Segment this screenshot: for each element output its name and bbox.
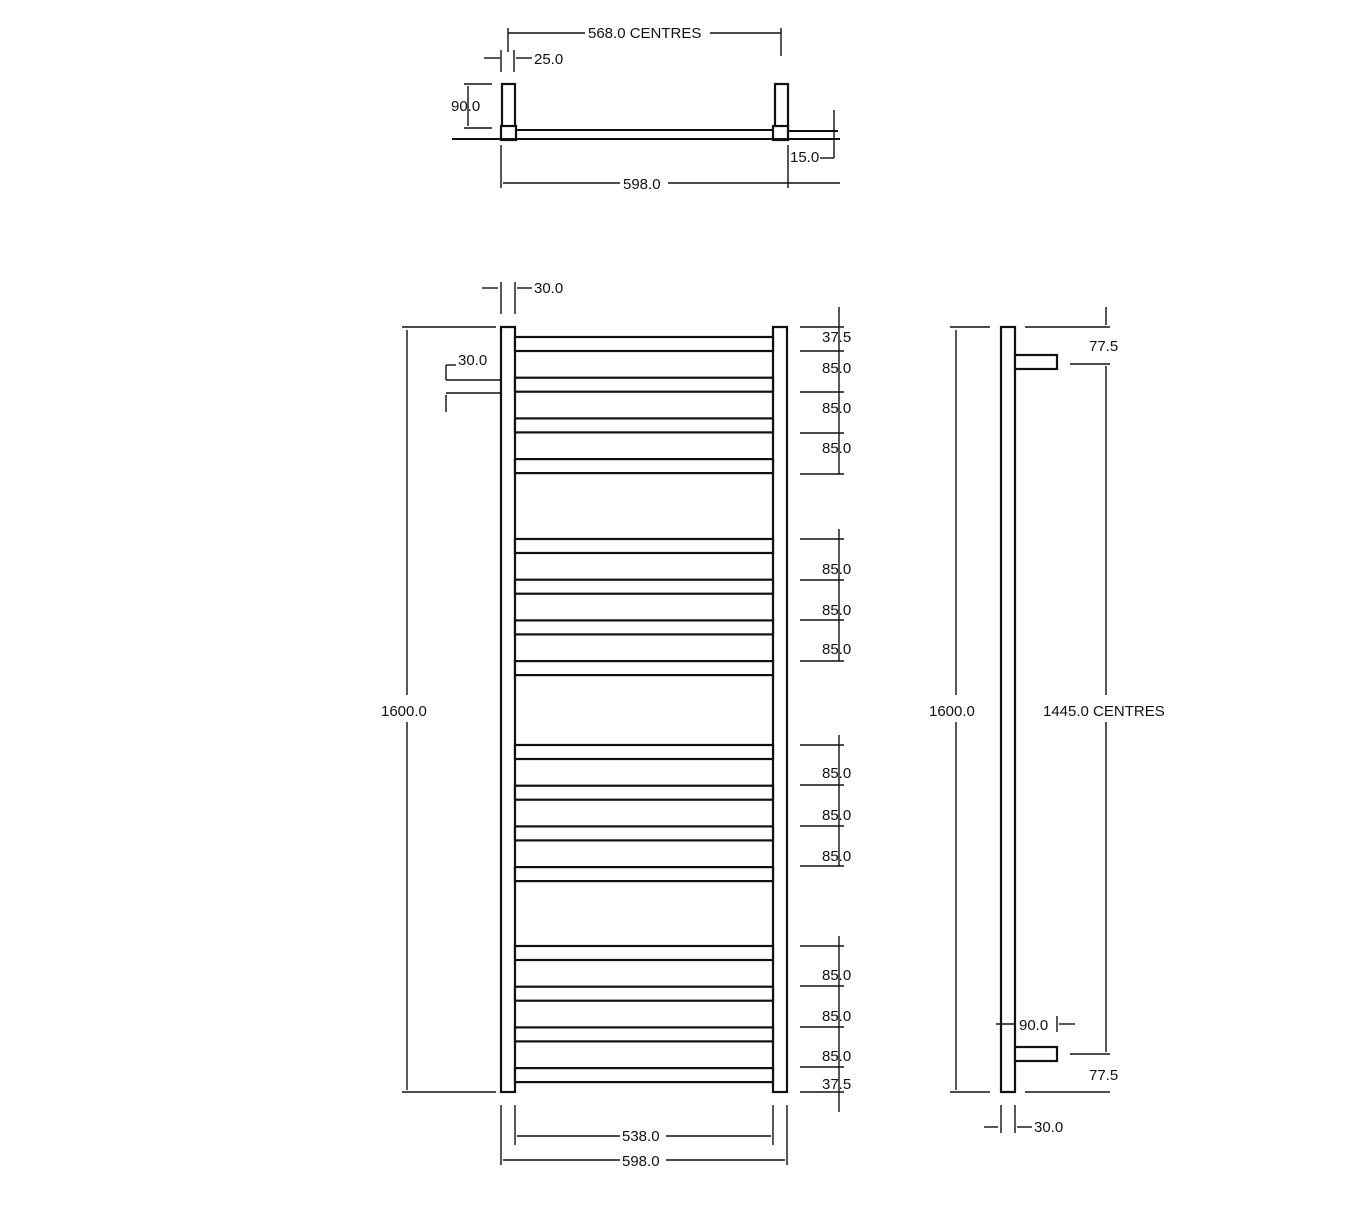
centres-label: 568.0 CENTRES — [588, 25, 701, 42]
bar-spacing-label: 37.5 — [822, 329, 851, 346]
bar-spacing-label: 85.0 — [822, 602, 851, 619]
bar-spacing-label: 37.5 — [822, 1076, 851, 1093]
top-valve — [1013, 353, 1059, 371]
towel-bar — [513, 619, 775, 636]
offset-label: 15.0 — [790, 149, 819, 166]
towel-bar — [513, 825, 775, 842]
towel-bar — [513, 784, 775, 801]
side-view: 1600.0 77.5 1445.0 CENTRES 77.5 90.0 30.… — [929, 307, 1165, 1136]
side-rail-width-label: 30.0 — [1034, 1119, 1063, 1136]
bar-spacing-label: 85.0 — [822, 561, 851, 578]
towel-bar — [513, 335, 775, 353]
bar-spacing-label: 85.0 — [822, 440, 851, 457]
bar-spacing-label: 85.0 — [822, 807, 851, 824]
right-rail-plan — [773, 82, 790, 130]
valve-depth-label: 90.0 — [1019, 1017, 1048, 1034]
overall-width-label: 598.0 — [623, 176, 661, 193]
towel-bar — [513, 659, 775, 677]
top-view: 568.0 CENTRES 25.0 90.0 15.0 598.0 — [451, 25, 840, 193]
bar-offset-label: 30.0 — [458, 352, 487, 369]
towel-bar — [513, 417, 775, 434]
height-label: 1600.0 — [381, 703, 427, 720]
bar-spacing-label: 85.0 — [822, 360, 851, 377]
bar-spacing-label: 85.0 — [822, 967, 851, 984]
bottom-offset-label: 77.5 — [1089, 1067, 1118, 1084]
bar-spacing-label: 85.0 — [822, 848, 851, 865]
rail-width-label: 30.0 — [534, 280, 563, 297]
left-rail-plan — [500, 82, 517, 130]
towel-bar — [513, 578, 775, 595]
side-rail — [999, 325, 1017, 1094]
inner-width-label: 538.0 — [622, 1128, 660, 1145]
depth-label: 90.0 — [451, 98, 480, 115]
bar-spacing-label: 85.0 — [822, 1048, 851, 1065]
bar-spacing-label: 85.0 — [822, 641, 851, 658]
towel-bar — [513, 1066, 775, 1084]
bottom-valve — [1013, 1045, 1059, 1063]
bar-spacing-label: 85.0 — [822, 400, 851, 417]
pipe-width-label: 25.0 — [534, 51, 563, 68]
towel-bar — [513, 865, 775, 883]
towel-bars — [513, 335, 775, 1084]
towel-bar — [513, 458, 775, 475]
side-height-label: 1600.0 — [929, 703, 975, 720]
bar-spacing-label: 85.0 — [822, 1008, 851, 1025]
front-view: 30.0 30.0 1600.0 37.5 85.0 85.0 85.0 85.0 85.… — [381, 280, 851, 1170]
towel-bar — [513, 376, 775, 393]
towel-bar — [513, 1026, 775, 1043]
top-offset-label: 77.5 — [1089, 338, 1118, 355]
towel-bar — [513, 743, 775, 761]
towel-bar — [513, 985, 775, 1002]
front-overall-width-label: 598.0 — [622, 1153, 660, 1170]
right-rail — [771, 325, 789, 1094]
towel-bar — [513, 537, 775, 555]
towel-bar — [513, 944, 775, 962]
side-centres-label: 1445.0 CENTRES — [1043, 703, 1165, 720]
bar-spacing-label: 85.0 — [822, 765, 851, 782]
left-rail — [499, 325, 517, 1094]
